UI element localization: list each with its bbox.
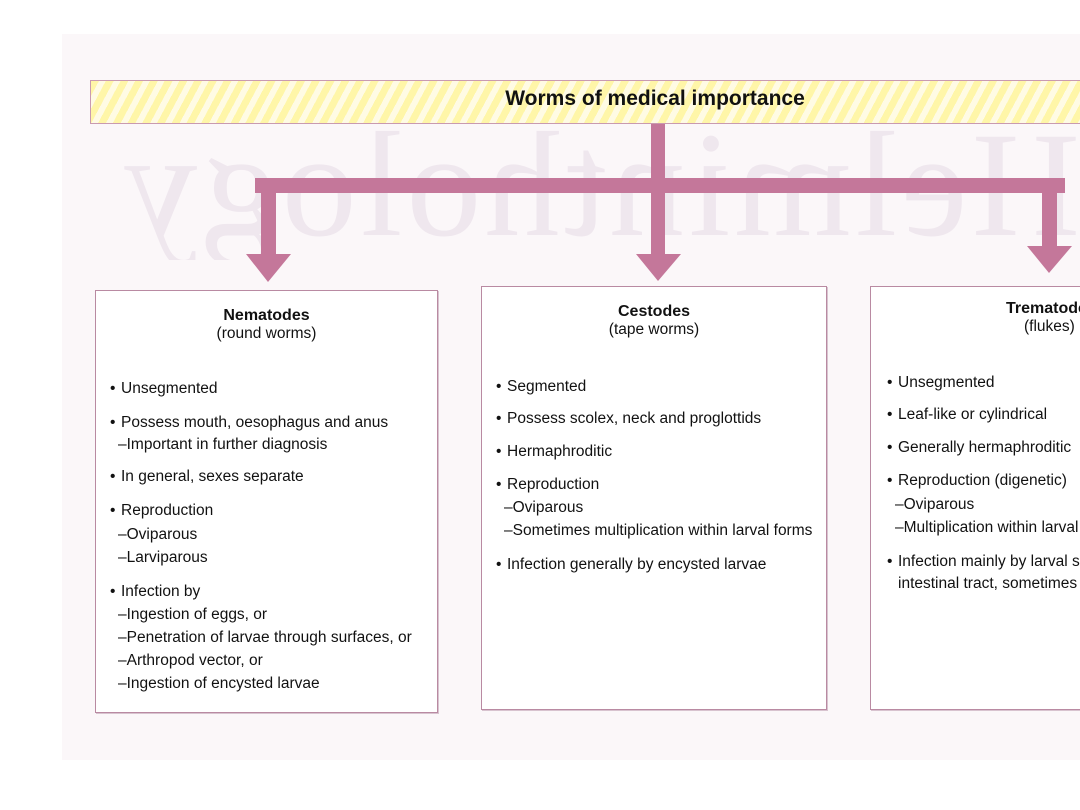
list-item: •Reproduction (digenetic): [887, 470, 1067, 492]
group-name: Trematodes: [1006, 300, 1080, 317]
list-item: •Reproduction: [110, 500, 213, 522]
bullet-icon: •: [887, 406, 893, 423]
stem-left: [261, 178, 276, 258]
bullet-icon: •: [496, 556, 502, 573]
bullet-icon: •: [110, 468, 116, 485]
list-item: •Infection generally by encysted larvae: [496, 554, 766, 576]
sub-item: –Important in further diagnosis: [118, 436, 328, 453]
sub-item: –Oviparous: [118, 526, 198, 543]
arrowhead-left: [246, 254, 291, 282]
bullet-icon: •: [110, 502, 116, 519]
arrowhead-center: [636, 254, 681, 281]
nematodes-box: Nematodes (round worms) •Unsegmented •Po…: [95, 290, 438, 713]
list-item-continuation: intestinal tract, sometimes: [898, 575, 1078, 592]
crossbar: [255, 178, 1065, 193]
list-item: •Leaf-like or cylindrical: [887, 404, 1047, 426]
title-bar: [90, 80, 1080, 124]
sub-item: –Oviparous: [895, 496, 975, 513]
bullet-icon: •: [887, 472, 893, 489]
bullet-icon: •: [887, 439, 893, 456]
stem-center: [651, 190, 665, 260]
group-subtitle: (tape worms): [608, 321, 700, 338]
list-item: •Generally hermaphroditic: [887, 437, 1071, 459]
bullet-icon: •: [496, 410, 502, 427]
list-item: •Unsegmented: [887, 372, 995, 394]
list-item: •Possess scolex, neck and proglottids: [496, 408, 761, 430]
list-item: •Infection by: [110, 581, 200, 603]
bullet-icon: •: [110, 380, 116, 397]
list-item: •Segmented: [496, 376, 586, 398]
sub-item: –Larviparous: [118, 549, 208, 566]
sub-item: –Multiplication within larval forms: [895, 519, 1080, 536]
bullet-icon: •: [887, 374, 893, 391]
sub-item: –Ingestion of encysted larvae: [118, 675, 320, 692]
list-item: •In general, sexes separate: [110, 466, 304, 488]
trematodes-box: Trematodes (flukes) •Unsegmented •Leaf-l…: [870, 286, 1080, 710]
list-item: •Infection mainly by larval stages: [887, 551, 1080, 573]
sub-item: –Oviparous: [504, 499, 584, 516]
group-subtitle: (round worms): [216, 325, 317, 342]
list-item: •Hermaphroditic: [496, 441, 612, 463]
list-item: •Possess mouth, oesophagus and anus: [110, 412, 388, 434]
diagram-title: Worms of medical importance: [505, 87, 805, 110]
arrowhead-right: [1027, 246, 1072, 273]
list-item: •Unsegmented: [110, 378, 218, 400]
sub-item: –Arthropod vector, or: [118, 652, 263, 669]
bullet-icon: •: [887, 553, 893, 570]
group-subtitle: (flukes): [1024, 318, 1075, 335]
sub-item: –Penetration of larvae through surfaces,…: [118, 629, 412, 646]
stem-right: [1042, 178, 1057, 258]
group-name: Nematodes: [223, 307, 310, 324]
list-item: •Reproduction: [496, 474, 599, 496]
sub-item: –Sometimes multiplication within larval …: [504, 522, 813, 539]
group-name: Cestodes: [617, 303, 691, 320]
bullet-icon: •: [110, 414, 116, 431]
cestodes-box: Cestodes (tape worms) •Segmented •Posses…: [481, 286, 827, 710]
bullet-icon: •: [110, 583, 116, 600]
bullet-icon: •: [496, 443, 502, 460]
bullet-icon: •: [496, 378, 502, 395]
bullet-icon: •: [496, 476, 502, 493]
sub-item: –Ingestion of eggs, or: [118, 606, 268, 623]
title-stem: [651, 122, 665, 192]
